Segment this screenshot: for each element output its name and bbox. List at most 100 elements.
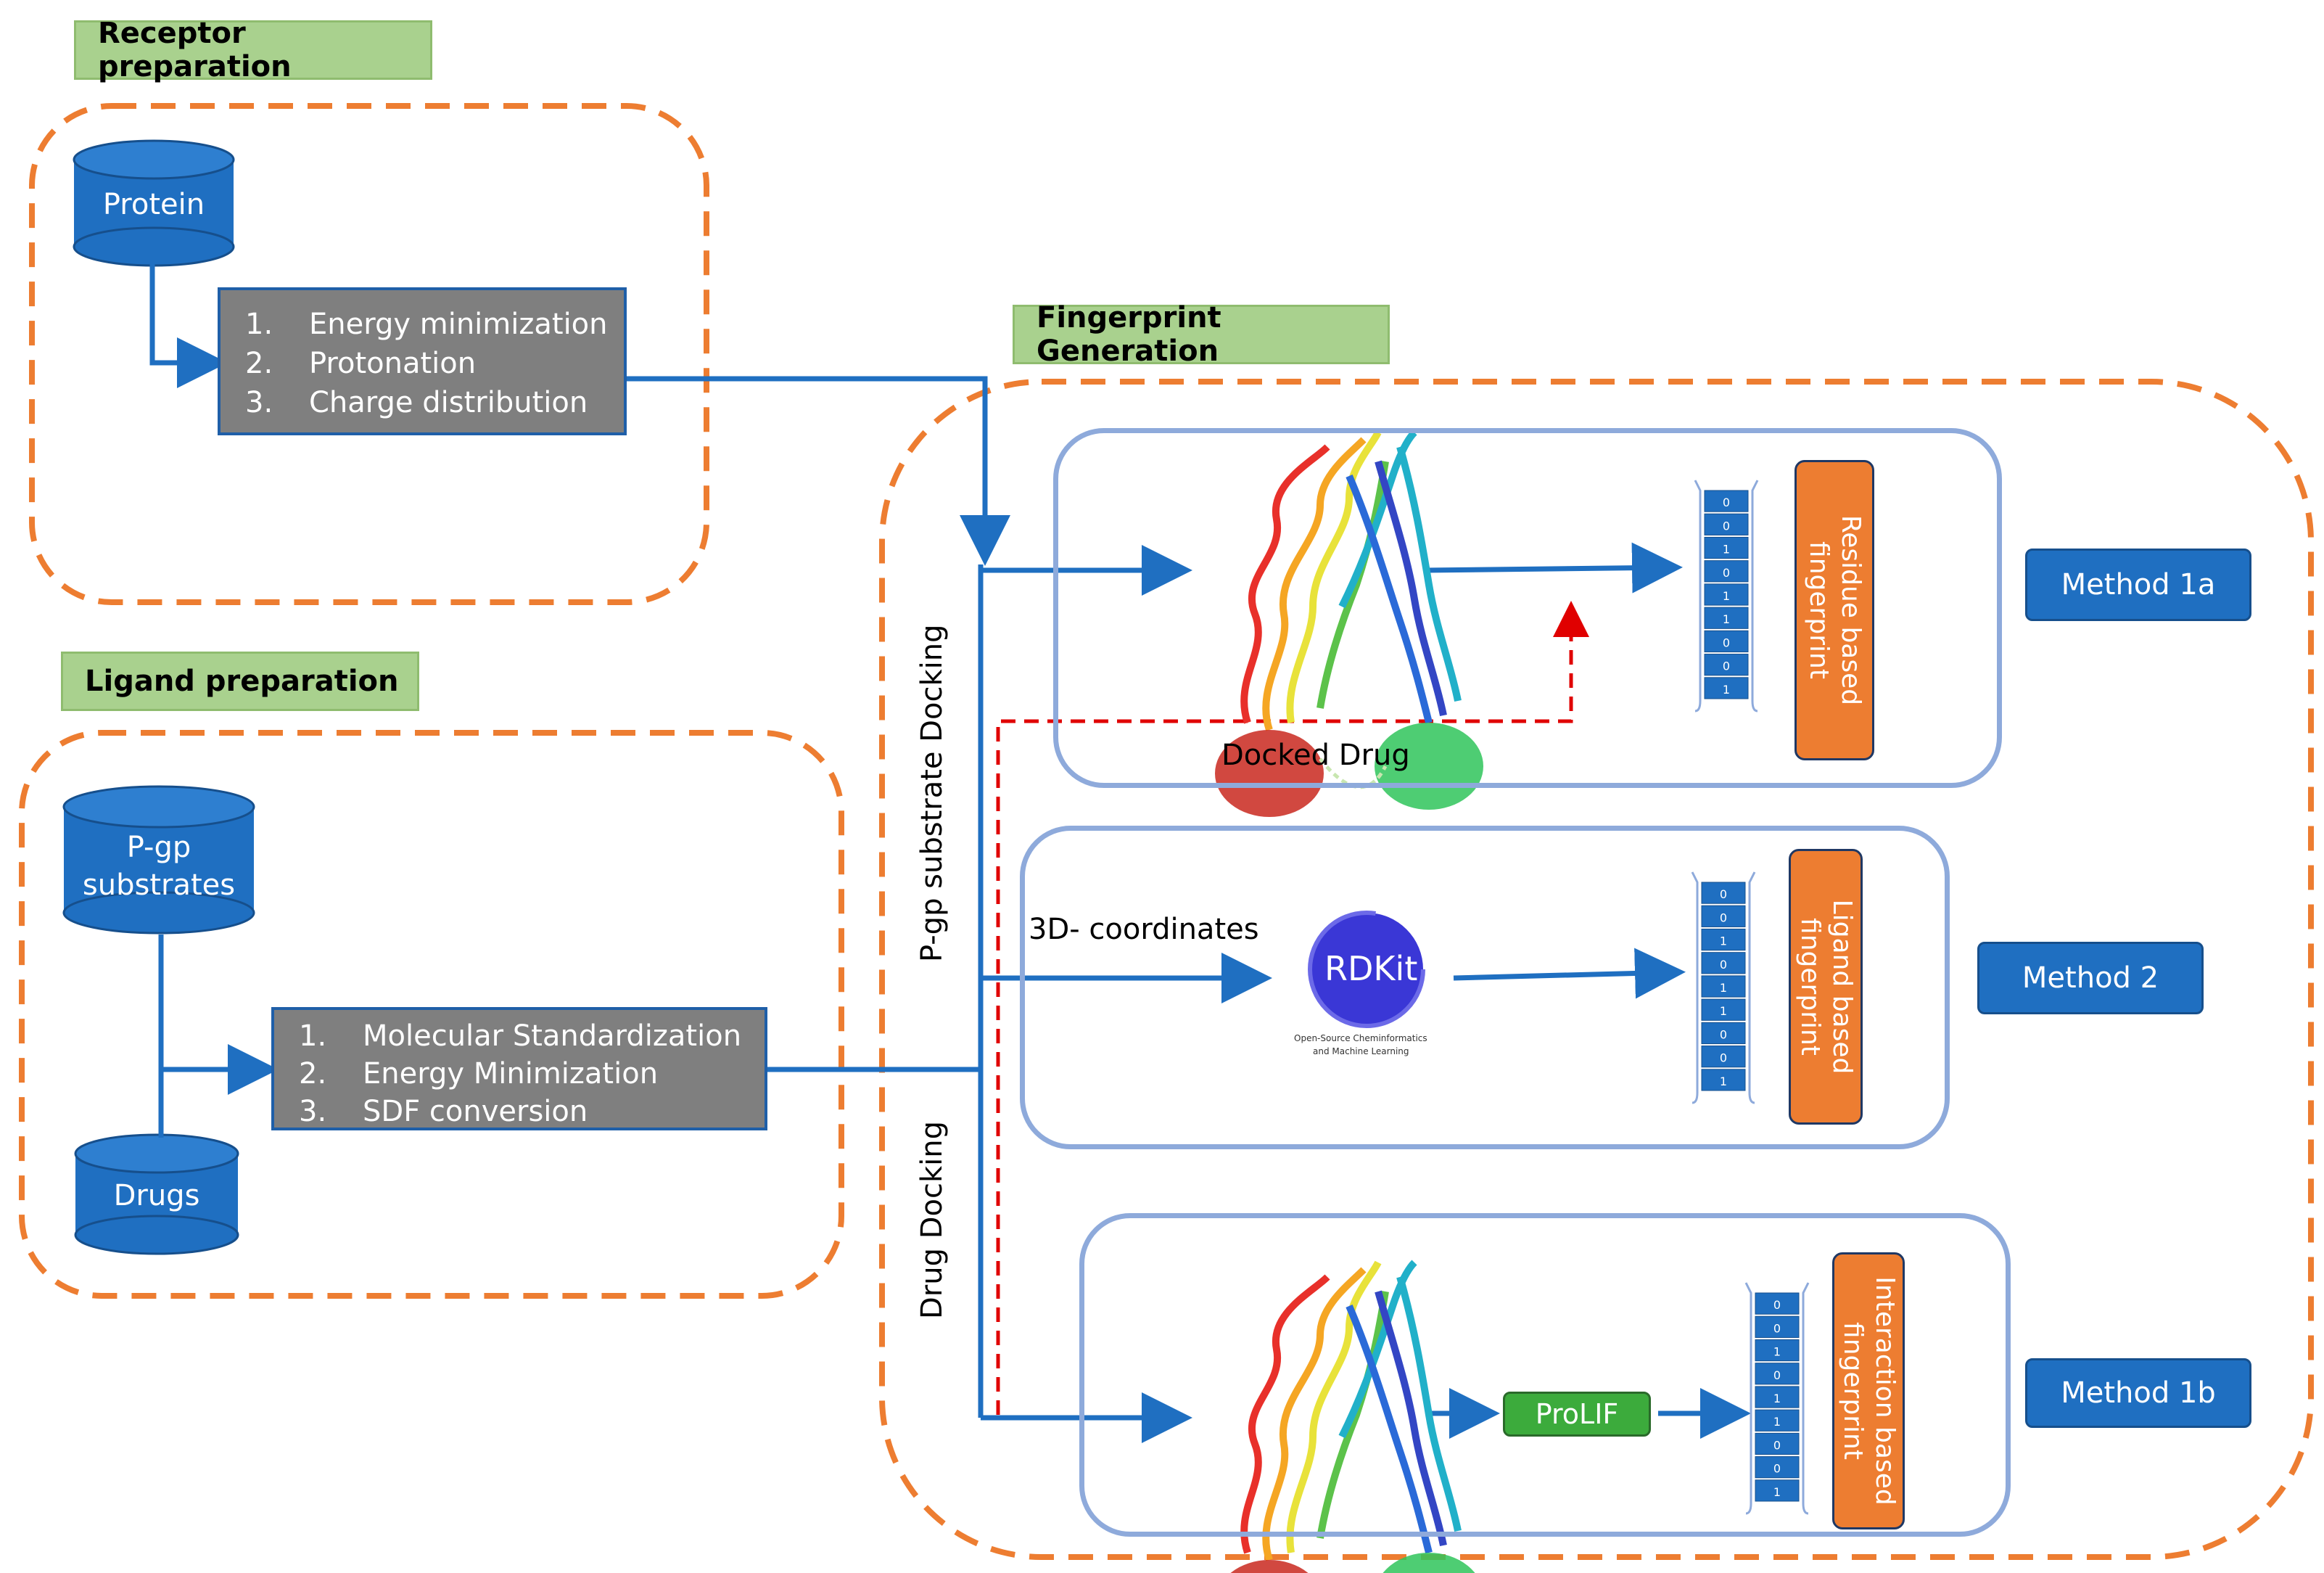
bit-value: 1 <box>1773 1485 1781 1499</box>
bit-cell <box>1704 630 1749 653</box>
drug-docking-label: Drug Docking <box>915 1121 949 1319</box>
receptor-step-2: 2.Protonation <box>245 347 477 380</box>
ligand-fingerprint-box: Ligand based fingerprint <box>1789 849 1863 1125</box>
prolif-box: ProLIF <box>1503 1392 1651 1437</box>
bit-cell <box>1755 1363 1800 1385</box>
receptor-steps-box: 1.Energy minimization 2.Protonation 3.Ch… <box>218 287 627 435</box>
bit-cell <box>1755 1315 1800 1338</box>
bit-cell <box>1701 1069 1746 1091</box>
rdkit-to-fp2-arrow <box>1453 948 1686 999</box>
ligand-region <box>19 730 844 1299</box>
bit-cell <box>1704 536 1749 559</box>
receptor-section-tag: Receptor preparation <box>74 17 432 83</box>
structure-to-fp1-arrow <box>1425 542 1683 594</box>
bit-cell <box>1701 1022 1746 1045</box>
bit-value: 0 <box>1773 1438 1781 1452</box>
docked-drug-red-arrow <box>996 601 1589 1415</box>
receptor-region <box>29 103 709 605</box>
bit-cell <box>1701 1046 1746 1068</box>
method-2-label: Method 2 <box>1977 942 2204 1014</box>
drugs-database-icon <box>74 1133 239 1255</box>
bit-value: 1 <box>1720 1004 1727 1018</box>
coordinates-label: 3D- coordinates <box>1029 913 1259 946</box>
bit-cell <box>1704 607 1749 629</box>
bit-value: 1 <box>1720 935 1727 948</box>
protein-label: Protein <box>102 188 205 221</box>
bit-cell <box>1701 905 1746 927</box>
bit-value: 1 <box>1720 1075 1727 1088</box>
ligand-steps-box: 1.Molecular Standardization 2.Energy Min… <box>271 1007 767 1130</box>
protein-structure-bottom <box>1230 1260 1475 1573</box>
method1b-panel <box>1079 1213 2011 1537</box>
bit-value: 0 <box>1773 1462 1781 1476</box>
bit-cell <box>1701 998 1746 1021</box>
bit-value: 0 <box>1720 1027 1727 1041</box>
receptor-to-docking-arrow <box>627 376 1010 566</box>
bit-value: 0 <box>1720 887 1727 901</box>
receptor-step-3: 3.Charge distribution <box>245 386 588 419</box>
ligand-section-tag: Ligand preparation <box>61 652 419 711</box>
vector-bracket <box>1694 480 1759 712</box>
bit-cell <box>1755 1456 1800 1479</box>
method2-panel <box>1020 826 1950 1149</box>
bit-value: 1 <box>1723 612 1730 626</box>
bit-cell <box>1704 583 1749 606</box>
ligand-step-2: 2.Energy Minimization <box>299 1057 659 1091</box>
bit-value: 1 <box>1773 1392 1781 1405</box>
bit-value: 0 <box>1720 958 1727 972</box>
pgp-database-icon <box>62 785 255 935</box>
rdkit-subtitle-2: and Machine Learning <box>1313 1046 1409 1056</box>
pgp-label-line1: P-gp <box>126 831 191 864</box>
bit-value: 1 <box>1723 683 1730 697</box>
vector-bracket <box>1744 1282 1810 1515</box>
bit-cell <box>1755 1432 1800 1455</box>
bit-value: 1 <box>1723 543 1730 556</box>
bit-cell <box>1704 560 1749 583</box>
bit-value: 1 <box>1720 981 1727 995</box>
bit-cell <box>1755 1386 1800 1408</box>
method-1a-label: Method 1a <box>2025 549 2251 621</box>
vector-bracket <box>1691 871 1756 1104</box>
protein-database-icon <box>73 139 235 267</box>
rdkit-logo-icon <box>1308 911 1425 1028</box>
method-1b-label: Method 1b <box>2025 1358 2251 1428</box>
rdkit-subtitle-1: Open-Source Cheminformatics <box>1294 1033 1427 1043</box>
bit-cell <box>1755 1339 1800 1362</box>
receptor-step-1: 1.Energy minimization <box>245 308 608 341</box>
ligand-step-3: 3.SDF conversion <box>299 1095 588 1128</box>
bit-value: 0 <box>1723 636 1730 649</box>
bit-value: 0 <box>1720 911 1727 924</box>
bit-value: 0 <box>1723 566 1730 580</box>
interaction-fingerprint-box: Interaction based fingerprint <box>1832 1252 1905 1529</box>
bit-value: 1 <box>1773 1415 1781 1429</box>
bit-value: 0 <box>1773 1368 1781 1382</box>
interaction-bit-vector: 0 0 1 0 1 1 0 0 1 <box>1744 1282 1810 1515</box>
bit-cell <box>1755 1409 1800 1432</box>
bit-cell <box>1701 928 1746 951</box>
protein-structure-top <box>1215 430 1483 817</box>
bit-value: 0 <box>1773 1298 1781 1312</box>
ligand-step-1: 1.Molecular Standardization <box>299 1019 742 1053</box>
bit-value: 0 <box>1723 519 1730 533</box>
bit-cell <box>1701 975 1746 998</box>
docked-drug-label: Docked Drug <box>1221 739 1410 772</box>
bit-value: 0 <box>1773 1321 1781 1335</box>
pgp-label-line2: substrates <box>82 868 236 902</box>
method1a-panel <box>1053 428 2002 788</box>
bit-cell <box>1704 677 1749 699</box>
bit-cell <box>1704 513 1749 535</box>
bit-cell <box>1701 952 1746 974</box>
bit-cell <box>1704 490 1749 512</box>
pgp-docking-label: P-gp substrate Docking <box>915 624 949 962</box>
bit-value: 0 <box>1723 496 1730 509</box>
bit-cell <box>1701 882 1746 904</box>
rdkit-logo-text: RDKit <box>1324 949 1418 988</box>
bit-value: 1 <box>1773 1345 1781 1359</box>
bit-cell <box>1755 1479 1800 1502</box>
fingerprint-region <box>879 379 2314 1560</box>
bit-cell <box>1704 654 1749 676</box>
drugs-label: Drugs <box>113 1179 200 1212</box>
